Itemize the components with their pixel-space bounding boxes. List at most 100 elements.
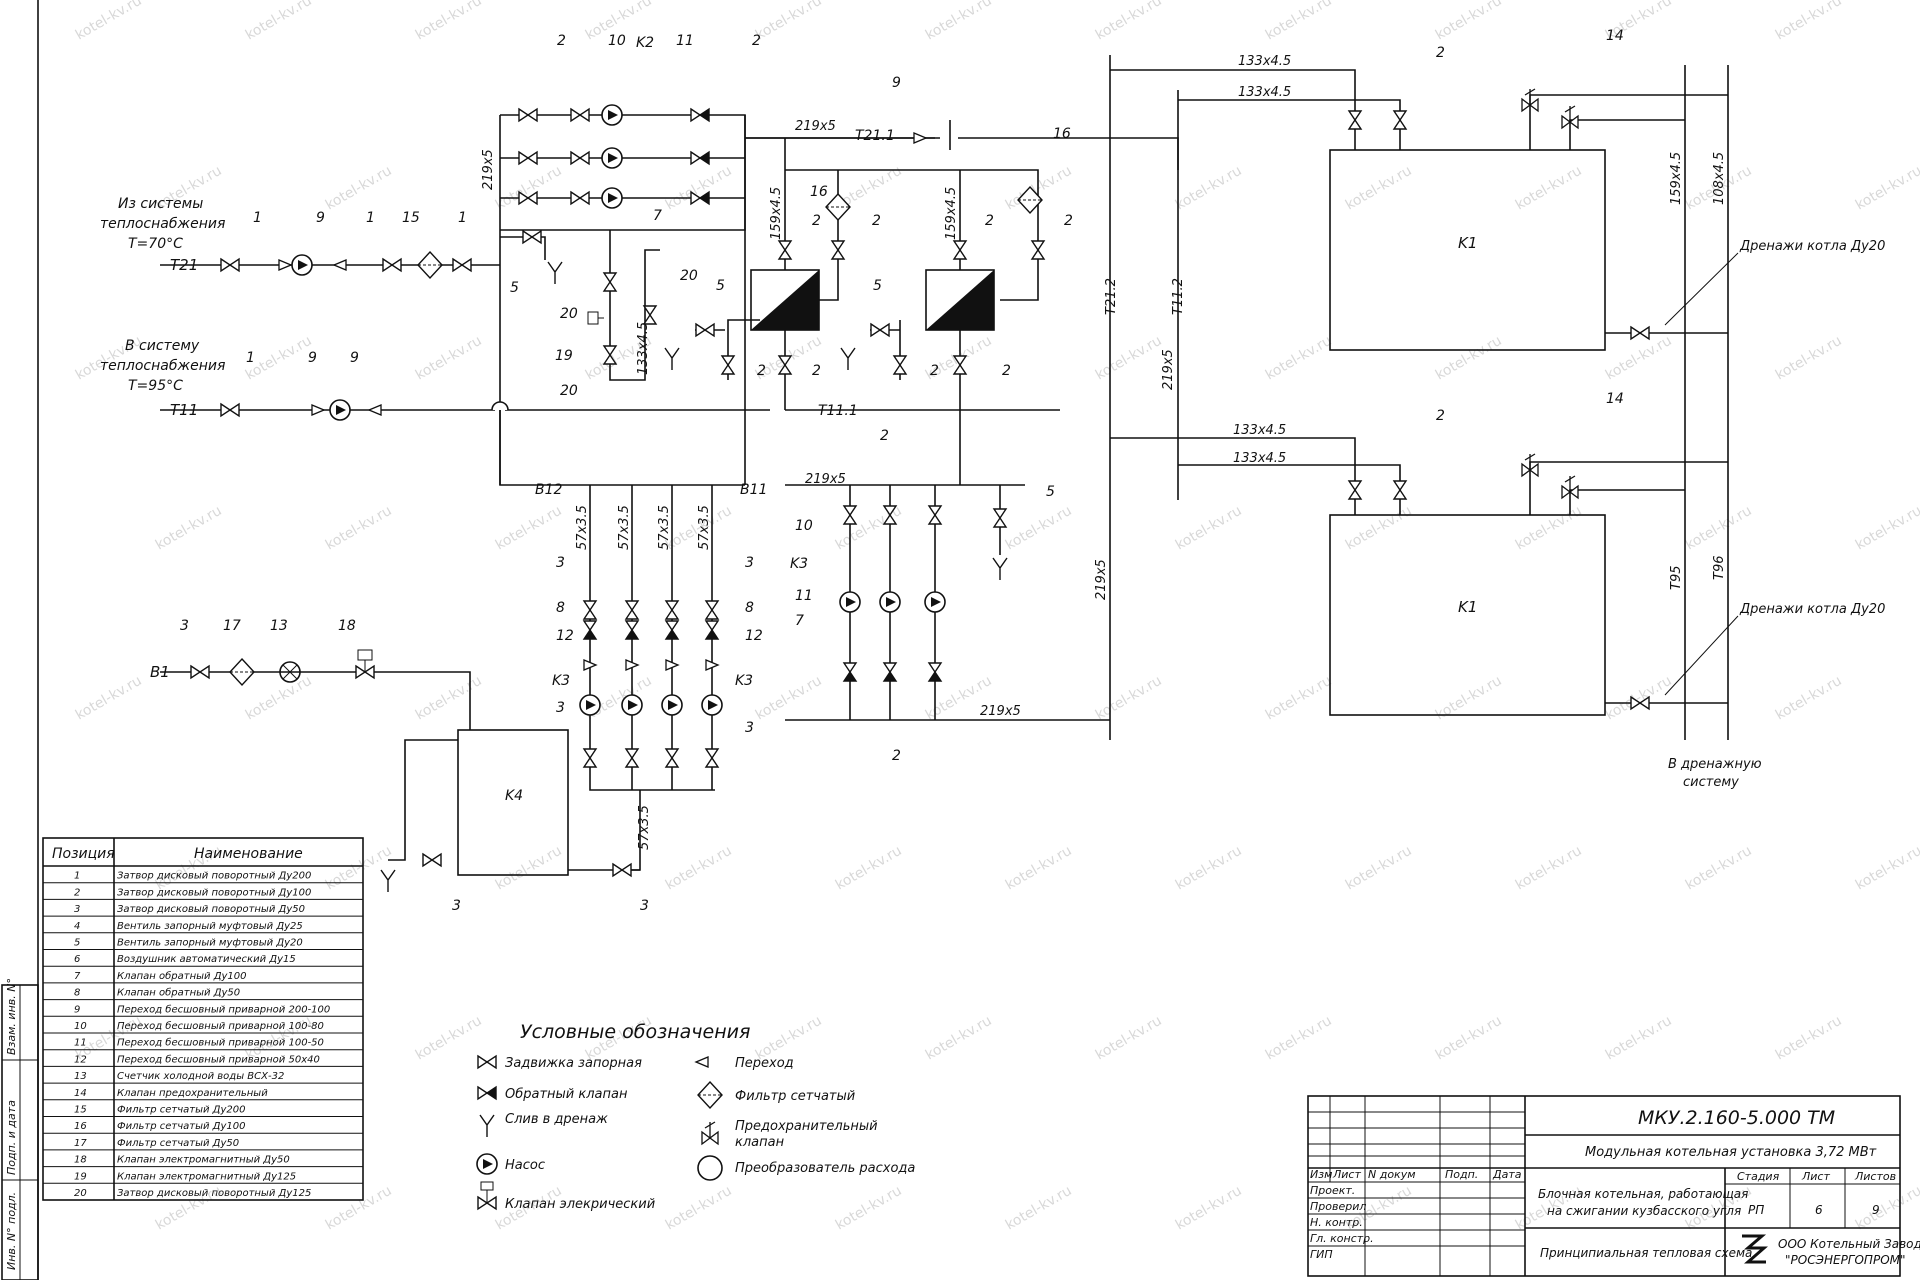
size-108-right: 108x4.5: [1712, 152, 1727, 205]
to-drain-line1: В дренажную: [1668, 757, 1762, 772]
callout-number: 2: [1002, 363, 1011, 379]
pipe-T96-label: T96: [1712, 556, 1727, 580]
watermark-text: kotel-kv.ru: [1093, 333, 1165, 384]
pipe-T21-1-label: T21.1: [855, 128, 895, 144]
callout-number: 15: [402, 210, 420, 226]
watermark-text: kotel-kv.ru: [323, 1183, 395, 1234]
watermark-text: kotel-kv.ru: [1773, 1013, 1845, 1064]
callout-number: 2: [557, 33, 566, 49]
table-row-name: Переход бесшовный приварной 100-80: [117, 1020, 324, 1032]
callout-number: 2: [1436, 45, 1445, 61]
table-row-name: Вентиль запорный муфтовый Ду20: [117, 938, 303, 949]
watermark: kotel-kv.ru kotel-kv.ru kotel-kv.ru kotel-k…: [73, 0, 1920, 1233]
callout-number: 20: [680, 268, 698, 284]
watermark-text: kotel-kv.ru: [243, 673, 315, 724]
callout-number: 3: [745, 720, 754, 736]
watermark-text: kotel-kv.ru: [833, 843, 905, 894]
callout-number: 5: [716, 278, 725, 294]
legend-filter: Фильтр сетчатый: [735, 1089, 855, 1104]
valve-icon: [583, 748, 597, 768]
callout-number: 8: [556, 600, 565, 616]
table-row-name: Воздушник автоматический Ду15: [117, 954, 296, 965]
pipe-T21-2-label: T21.2: [1104, 278, 1119, 315]
boiler-K1-bottom-label: K1: [1458, 598, 1477, 616]
size-219-right: 219x5: [1161, 349, 1176, 390]
stamp-sign-date: Подп. и дата: [5, 1100, 18, 1175]
tb-col-list: Лист: [1332, 1168, 1361, 1181]
callout-number: 2: [880, 428, 889, 444]
watermark-text: kotel-kv.ru: [1093, 673, 1165, 724]
watermark-text: kotel-kv.ru: [753, 0, 825, 43]
legend-drain: Слив в дренаж: [505, 1112, 608, 1127]
size-57-1: 57x3.5: [575, 505, 590, 550]
callout-number: 2: [757, 363, 766, 379]
tb-role-3: Н. контр.: [1310, 1216, 1363, 1229]
tb-role-5: ГИП: [1310, 1248, 1333, 1261]
callout-number: 9: [316, 210, 325, 226]
watermark-text: kotel-kv.ru: [1853, 1183, 1920, 1234]
callout-number: 16: [1053, 126, 1071, 142]
table-row-pos: 5: [74, 938, 80, 949]
watermark-text: kotel-kv.ru: [493, 843, 565, 894]
size-133-b: 133x4.5: [1238, 85, 1291, 100]
tb-col-sign: Подп.: [1445, 1168, 1478, 1181]
callout-number: 1: [366, 210, 375, 226]
callout-number: 8: [745, 600, 754, 616]
watermark-text: kotel-kv.ru: [1773, 0, 1845, 43]
callout-number: 1: [246, 350, 255, 366]
pipe-T11-2-label: T11.2: [1171, 278, 1186, 315]
watermark-text: kotel-kv.ru: [1853, 163, 1920, 214]
legend-flow-meter: Преобразователь расхода: [735, 1161, 915, 1176]
size-57-3: 57x3.5: [657, 505, 672, 550]
size-57-4: 57x3.5: [697, 505, 712, 550]
watermark-text: kotel-kv.ru: [1173, 843, 1245, 894]
callout-number: 2: [812, 213, 821, 229]
legend-reducer: Переход: [735, 1056, 794, 1071]
watermark-text: kotel-kv.ru: [1603, 673, 1675, 724]
tb-stage-label: Стадия: [1737, 1170, 1780, 1183]
tb-company-2: "РОСЭНЕРГОПРОМ": [1785, 1253, 1906, 1267]
watermark-text: kotel-kv.ru: [1173, 503, 1245, 554]
watermark-text: kotel-kv.ru: [753, 673, 825, 724]
table-row-pos: 13: [74, 1071, 87, 1082]
tb-role-1: Проект.: [1310, 1184, 1355, 1197]
tb-sheet: 6: [1815, 1203, 1823, 1217]
table-row-pos: 8: [74, 988, 80, 999]
pump-K3-mid: K3: [790, 556, 808, 572]
table-row-name: Вентиль запорный муфтовый Ду25: [117, 921, 303, 932]
table-header-pos: Позиция: [52, 846, 115, 862]
callout-number: 11: [795, 588, 813, 604]
pipe-B1-label: B1: [150, 663, 170, 681]
table-row-pos: 7: [74, 971, 81, 982]
table-row-name: Фильтр сетчатый Ду100: [117, 1121, 245, 1132]
watermark-text: kotel-kv.ru: [1343, 163, 1415, 214]
watermark-text: kotel-kv.ru: [1343, 843, 1415, 894]
valve-icon: [625, 748, 639, 768]
callout-number: 10: [795, 518, 813, 534]
table-row-pos: 4: [74, 921, 80, 932]
tb-desc-2: на сжигании кузбасского угля: [1547, 1204, 1741, 1218]
callout-number: 17: [223, 618, 241, 634]
pump-K3-right: K3: [735, 673, 753, 689]
callout-number: 3: [640, 898, 649, 914]
boiler-drain-top: Дренажи котла Ду20: [1739, 239, 1885, 254]
tb-sheets-label: Листов: [1854, 1170, 1896, 1183]
watermark-text: kotel-kv.ru: [1343, 503, 1415, 554]
table-row-pos: 10: [74, 1021, 87, 1032]
pipe-T21-label: T21: [170, 256, 198, 274]
callout-number: 7: [795, 613, 804, 629]
tb-role-2: Проверил: [1310, 1200, 1366, 1213]
table-row-name: Затвор дисковый поворотный Ду100: [117, 887, 311, 898]
watermark-text: kotel-kv.ru: [1173, 163, 1245, 214]
callout-number: 12: [745, 628, 763, 644]
callout-number: 10: [608, 33, 626, 49]
table-row-name: Счетчик холодной воды ВСХ-32: [117, 1071, 284, 1082]
table-row-pos: 14: [74, 1088, 87, 1099]
watermark-text: kotel-kv.ru: [1433, 333, 1505, 384]
watermark-text: kotel-kv.ru: [1683, 843, 1755, 894]
callout-number: 20: [560, 383, 578, 399]
stamp-replace-inv: Взам. инв. N°: [5, 978, 18, 1055]
watermark-text: kotel-kv.ru: [1513, 503, 1585, 554]
table-row-pos: 16: [74, 1121, 87, 1132]
